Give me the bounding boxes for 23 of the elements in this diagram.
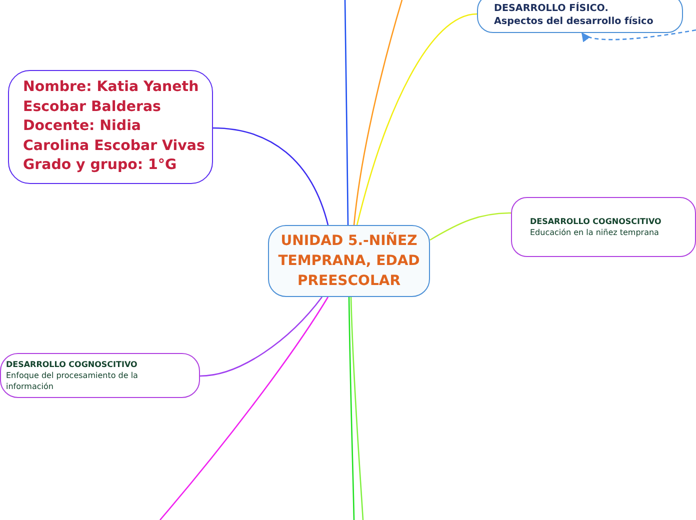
student-info-box bbox=[8, 70, 213, 184]
topic-box bbox=[0, 353, 200, 398]
topic-subtitle: Aspectos del desarrollo físico bbox=[494, 16, 654, 28]
topic-box bbox=[511, 197, 696, 257]
branch-line bbox=[160, 296, 329, 520]
branch-line bbox=[348, 297, 355, 520]
branch-line bbox=[430, 212, 512, 241]
branch-line bbox=[350, 296, 364, 520]
central-topic-box bbox=[268, 225, 430, 297]
branch-line bbox=[200, 296, 323, 377]
topic-heading: DESARROLLO COGNOSCITIVO bbox=[530, 216, 662, 227]
branch-line bbox=[353, 0, 403, 226]
branch-line bbox=[212, 127, 329, 226]
dashed-arrow bbox=[581, 29, 696, 42]
branch-line bbox=[356, 13, 478, 226]
topic-subtitle: Educación en la niñez temprana bbox=[530, 227, 660, 238]
node-text: UNIDAD 5.-NIÑEZ TEMPRANA, EDAD PREESCOLAR bbox=[277, 231, 421, 292]
branch-line bbox=[344, 0, 349, 225]
topic-heading: DESARROLLO FÍSICO. bbox=[494, 2, 610, 16]
topic-subtitle: Enfoque del procesamiento de la información bbox=[6, 370, 139, 392]
node-text: Nombre: Katia Yaneth Escobar Balderas Docente: Nidia Carolina Escobar Vivas Grado y grupo: 1°G bbox=[23, 78, 206, 176]
topic-box bbox=[477, 0, 683, 33]
topic-heading: DESARROLLO COGNOSCITIVO bbox=[6, 358, 138, 370]
